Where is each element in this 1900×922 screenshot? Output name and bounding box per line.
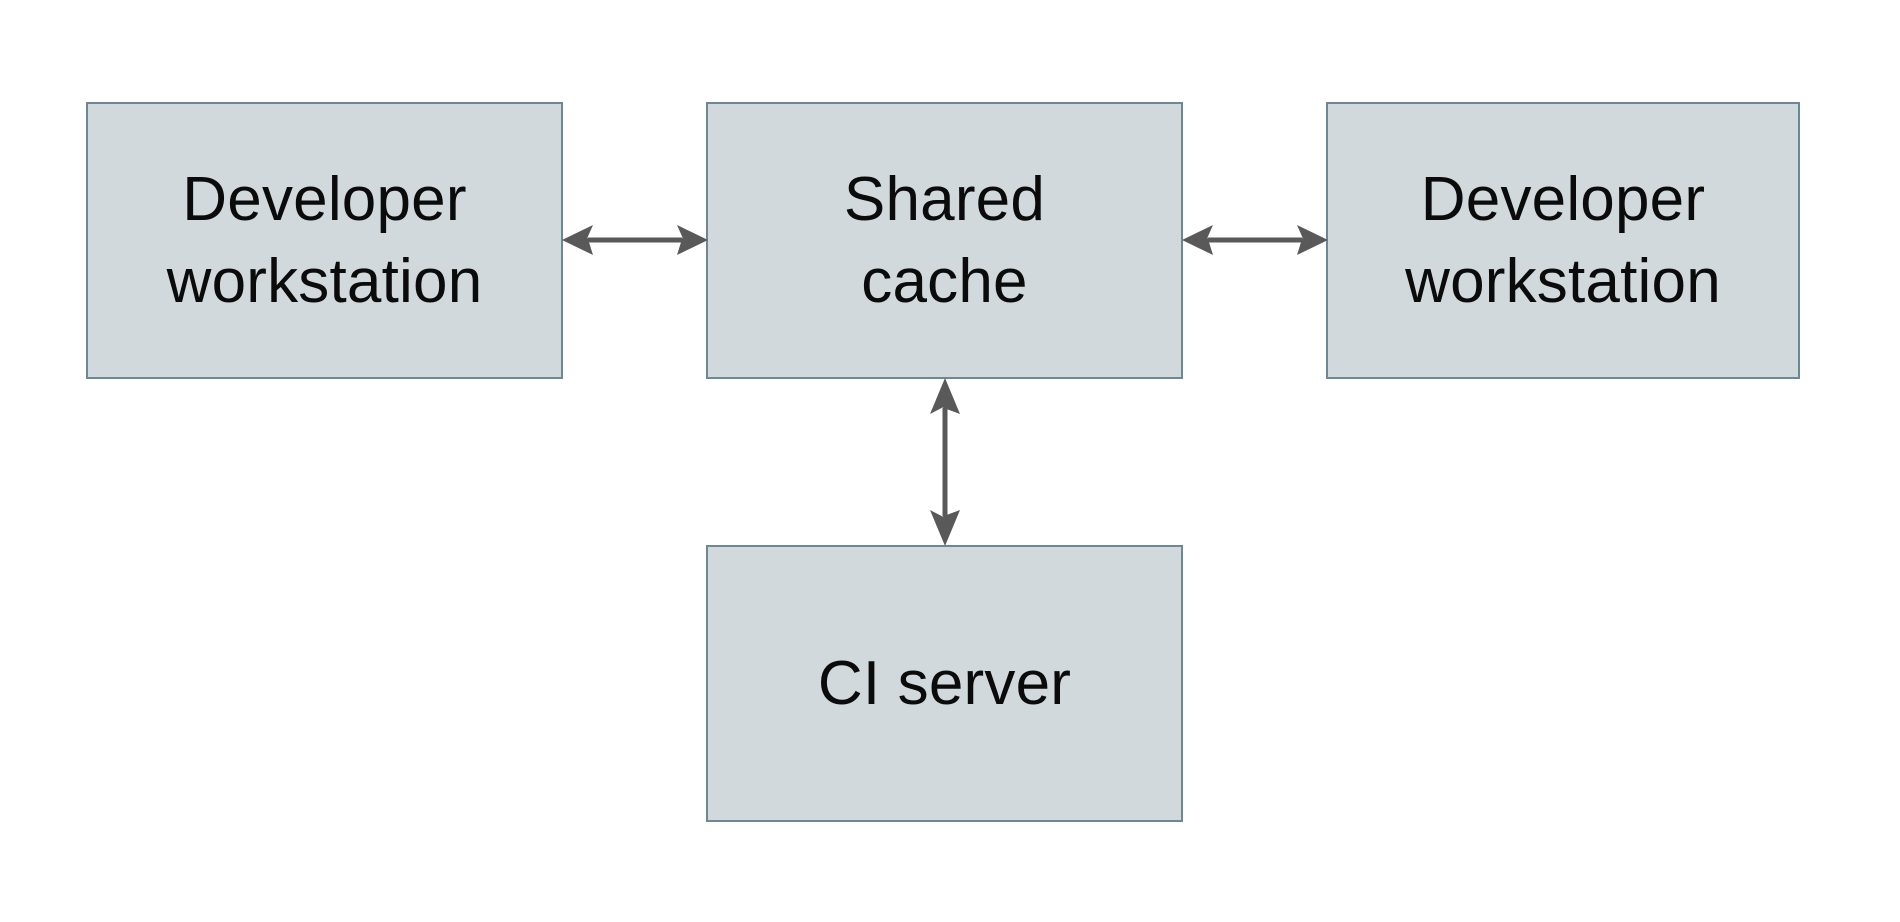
node-developer-workstation-right[interactable]: Developer workstation <box>1326 102 1800 379</box>
node-label: Developer workstation <box>1405 164 1721 316</box>
node-shared-cache[interactable]: Shared cache <box>706 102 1183 379</box>
double-arrow-horizontal-icon <box>562 225 708 255</box>
node-label: Developer workstation <box>166 164 483 316</box>
edge-developer-workstation-left-to-shared-cache[interactable] <box>560 212 710 268</box>
double-arrow-horizontal-icon <box>1182 225 1328 255</box>
node-label: CI server <box>817 648 1072 718</box>
node-developer-workstation-left[interactable]: Developer workstation <box>86 102 563 379</box>
double-arrow-vertical-icon <box>930 378 960 546</box>
edge-shared-cache-to-ci-server[interactable] <box>917 376 973 548</box>
edge-shared-cache-to-developer-workstation-right[interactable] <box>1180 212 1330 268</box>
node-ci-server[interactable]: CI server <box>706 545 1183 822</box>
node-label: Shared cache <box>843 164 1046 316</box>
